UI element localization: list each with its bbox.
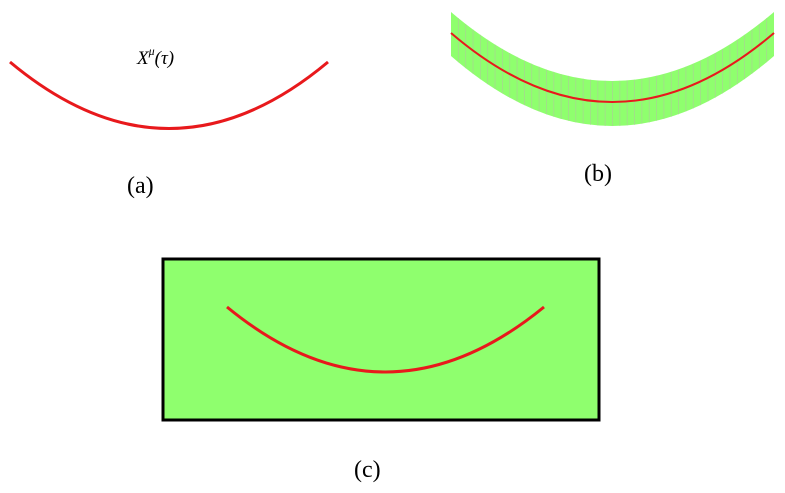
panel-a: Xμ(τ) (a) [9,44,329,199]
panel-label-a: (a) [127,173,154,199]
worldline-curve-b [450,32,775,103]
panel-b: (b) [450,12,775,187]
panel-label-c: (c) [354,457,381,483]
worldsheet-frame [161,257,601,422]
worldline-curve-a [9,60,329,130]
panel-c: (c) [161,257,601,483]
worldline-curve-c [226,305,545,374]
panel-label-b: (b) [584,161,612,187]
worldline-label: Xμ(τ) [136,44,174,69]
